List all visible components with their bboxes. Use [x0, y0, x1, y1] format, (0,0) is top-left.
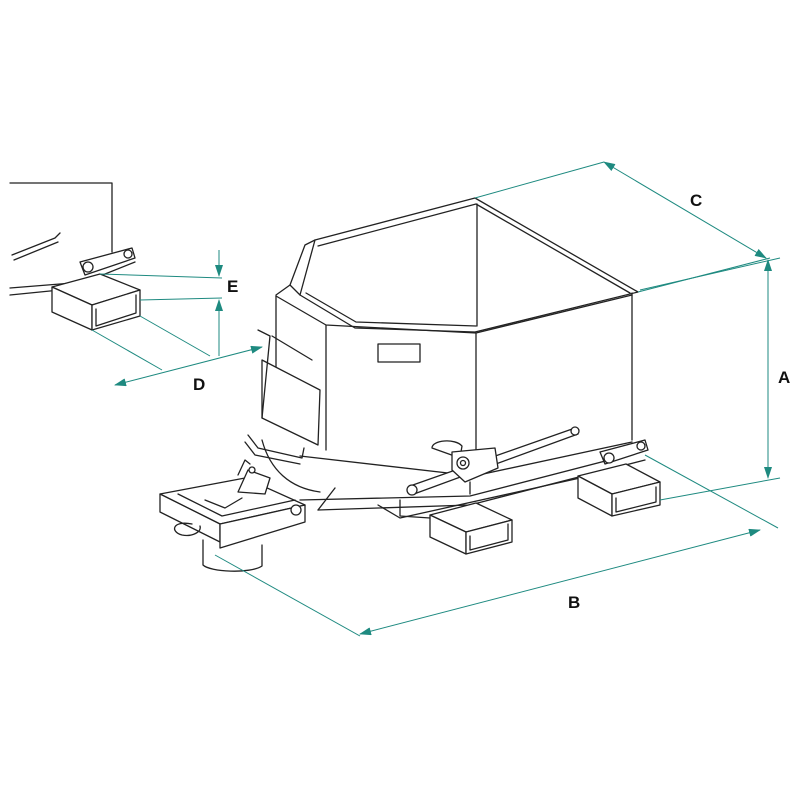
dimension-d: D [91, 315, 263, 394]
dimension-label-d: D [193, 375, 205, 394]
inset-fork-pocket [51, 273, 141, 331]
dimension-c: C [474, 161, 771, 293]
fork-pocket-right [577, 463, 661, 517]
dimension-label-b: B [568, 593, 580, 612]
dimension-e: E [99, 250, 238, 356]
inset-hinge-bracket [79, 247, 136, 276]
dimension-b: B [214, 454, 779, 637]
dimension-label-c: C [690, 191, 702, 210]
release-lever [406, 426, 580, 496]
fork-pocket-middle [429, 502, 513, 555]
discharge-tray [159, 459, 306, 572]
dimension-label-a: A [778, 368, 790, 387]
hopper-body [244, 197, 639, 493]
detail-inset [9, 182, 141, 331]
label-plate [377, 343, 421, 363]
dimension-a: A [639, 257, 790, 501]
dimension-label-e: E [227, 277, 238, 296]
